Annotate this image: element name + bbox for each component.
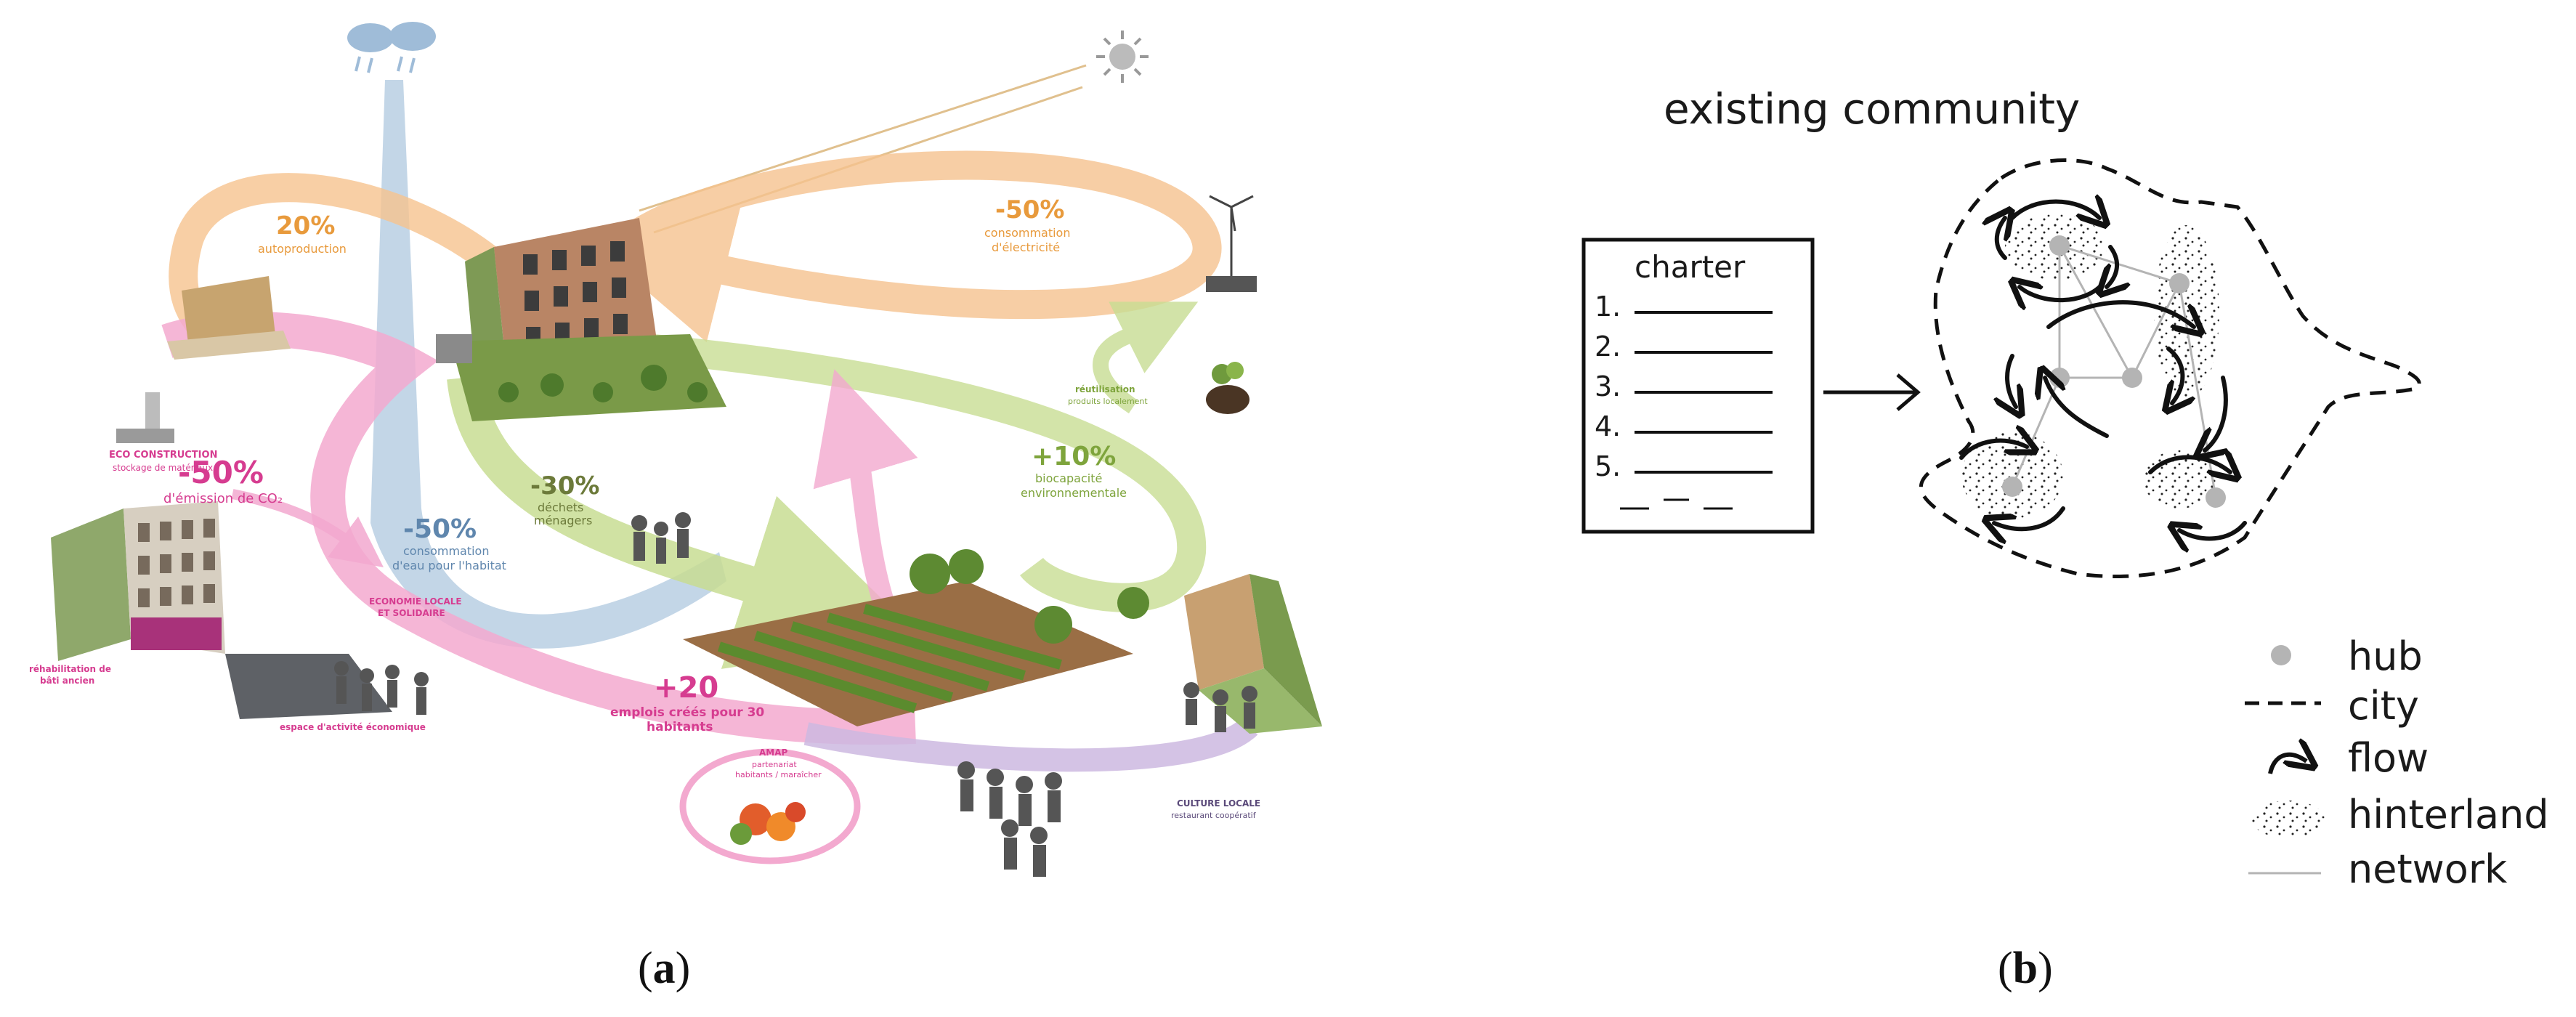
hub xyxy=(2002,477,2022,497)
emission-text: d'émission de CO₂ xyxy=(163,491,283,506)
activity-text: espace d'activité économique xyxy=(280,722,426,732)
crane-icon xyxy=(116,392,174,443)
legend: hub city flow hinterland network xyxy=(2245,633,2549,892)
caption-a-close: ) xyxy=(675,944,691,993)
emission-flow-band xyxy=(231,489,384,567)
eco-building xyxy=(436,218,726,421)
charter-item-3-number: 3. xyxy=(1595,370,1621,402)
charter-box xyxy=(1581,238,1815,534)
waste-percent: -30% xyxy=(530,471,600,501)
jobs-count: +20 xyxy=(654,671,718,705)
eco-construction-title: ECO CONSTRUCTION xyxy=(109,450,217,461)
hub xyxy=(2049,235,2070,256)
panel-b-diagram: existing community charter 1. 2. 3. 4. 5… xyxy=(1581,84,2549,892)
sun-icon xyxy=(1096,31,1149,83)
flow-arrows xyxy=(1959,202,2247,539)
waste-flow-band xyxy=(447,375,923,669)
electricity-percent: -50% xyxy=(995,195,1065,224)
autoproduction-percent: 20% xyxy=(276,211,335,240)
hub xyxy=(2206,487,2226,508)
urban-farm-field xyxy=(683,549,1149,726)
charter-item-4-number: 4. xyxy=(1595,410,1621,442)
jobs-text-2: habitants xyxy=(647,720,713,734)
culture-sub: restaurant coopératif xyxy=(1171,811,1257,820)
emission-percent: -50% xyxy=(178,455,264,490)
charter-item-1-number: 1. xyxy=(1595,291,1621,323)
vegetables-icon xyxy=(730,802,806,845)
biocapacity-percent: +10% xyxy=(1032,442,1116,471)
workshop-icon xyxy=(167,276,291,360)
caption-b: (b) xyxy=(1998,943,2053,994)
legend-label-flow: flow xyxy=(2348,735,2429,781)
biocapacity-text-1: biocapacité xyxy=(1035,471,1102,485)
economy-title-2: ET SOLIDAIRE xyxy=(378,608,445,618)
wind-turbine-icon xyxy=(1206,195,1257,292)
culture-title: CULTURE LOCALE xyxy=(1177,798,1260,809)
panel-a-illustration: 20% autoproduction -50% consommation d'é… xyxy=(29,22,1322,877)
reutilisation-title: réutilisation xyxy=(1075,384,1135,394)
haussmann-buildings xyxy=(51,501,392,719)
electricity-text-1: consommation xyxy=(984,226,1070,240)
reutilisation-sub: produits localement xyxy=(1068,397,1148,406)
dot-icon xyxy=(2271,645,2291,665)
hub xyxy=(2122,368,2142,388)
hub xyxy=(2169,273,2190,293)
legend-label-hinterland: hinterland xyxy=(2348,792,2549,838)
stipple-icon xyxy=(2252,801,2325,838)
caption-a: (a) xyxy=(638,943,690,994)
jobs-text-1: emplois créés pour 30 xyxy=(610,705,764,720)
eco-construction-sub: stockage de matériaux xyxy=(113,463,213,473)
autoproduction-text: autoproduction xyxy=(258,242,347,256)
amap-sub-2: habitants / maraîcher xyxy=(735,770,822,779)
amap-sub-1: partenariat xyxy=(752,760,797,769)
hub xyxy=(2049,368,2070,388)
economy-title-1: ECONOMIE LOCALE xyxy=(369,596,462,607)
panel-a-labels: 20% autoproduction -50% consommation d'é… xyxy=(29,195,1260,820)
water-text-2: d'eau pour l'habitat xyxy=(392,559,506,572)
plant-hands-icon xyxy=(1206,362,1249,414)
charter-item-2-number: 2. xyxy=(1595,331,1621,362)
caption-b-open: ( xyxy=(1998,944,2013,993)
waste-text-1: déchets xyxy=(538,501,583,514)
amap-circle xyxy=(679,748,861,864)
legend-label-city: city xyxy=(2348,683,2419,729)
community-title: existing community xyxy=(1664,84,2080,134)
charter-items: 1. 2. 3. 4. 5. xyxy=(1595,291,1773,510)
water-percent: -50% xyxy=(403,514,477,544)
charter-title: charter xyxy=(1635,249,1746,285)
rehab-text-2: bâti ancien xyxy=(40,676,94,686)
water-flow-band xyxy=(370,80,726,649)
city-boundary xyxy=(1919,158,2421,578)
rehab-text-1: réhabilitation de xyxy=(29,664,111,674)
culture-flow-band xyxy=(803,717,1258,772)
caption-a-open: ( xyxy=(638,944,653,993)
greenhouse xyxy=(1184,574,1322,734)
people-silhouettes xyxy=(334,512,1257,877)
electricity-text-2: d'électricité xyxy=(992,240,1060,254)
caption-a-letter: a xyxy=(652,944,676,993)
waste-text-2: ménagers xyxy=(534,514,592,527)
caption-b-letter: b xyxy=(2012,944,2038,993)
green-return-band xyxy=(1093,301,1199,414)
water-text-1: consommation xyxy=(403,544,489,558)
caption-b-close: ) xyxy=(2038,944,2053,993)
biocapacity-text-2: environnementale xyxy=(1021,486,1127,500)
arrow-right-icon xyxy=(1823,373,1921,411)
legend-label-hub: hub xyxy=(2348,633,2423,679)
charter-item-5-number: 5. xyxy=(1595,450,1621,482)
curved-arrow-icon xyxy=(2268,755,2306,774)
rain-cloud-icon xyxy=(347,22,436,73)
electricity-flow-band xyxy=(583,150,1222,343)
legend-label-network: network xyxy=(2348,846,2508,892)
amap-title: AMAP xyxy=(759,747,788,758)
